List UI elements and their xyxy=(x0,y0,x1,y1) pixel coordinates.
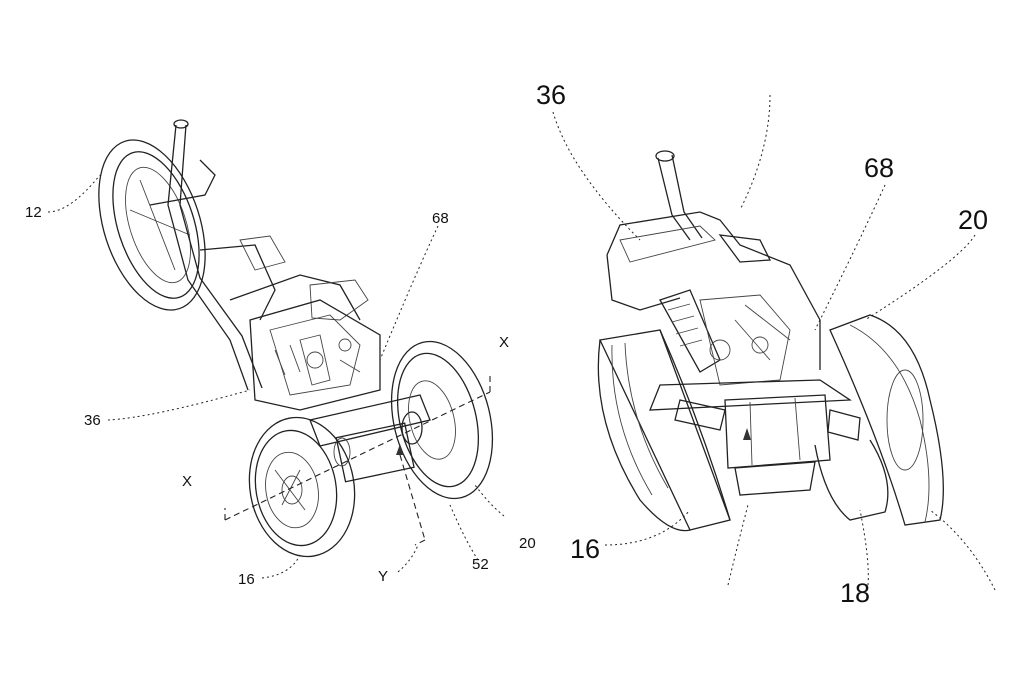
axis-y xyxy=(399,454,426,541)
ref-label-18-right: 18 xyxy=(840,578,871,608)
front-wheel-16 xyxy=(248,416,356,558)
right-gearbox xyxy=(674,394,861,496)
axis-x xyxy=(224,391,491,521)
right-wheel-18 xyxy=(814,439,889,521)
ref-label-68-right: 68 xyxy=(864,153,895,183)
ref-label-20-right: 20 xyxy=(958,205,989,235)
ref-label-20: 20 xyxy=(519,535,536,552)
right-wheel-20 xyxy=(829,314,944,526)
ref-label-52: 52 xyxy=(472,556,489,573)
ref-label-16-right: 16 xyxy=(570,534,601,564)
ref-label-y: Y xyxy=(378,568,389,585)
ref-label-16: 16 xyxy=(238,571,255,588)
ref-label-36-right: 36 xyxy=(536,80,567,110)
front-wheel-20 xyxy=(390,340,494,500)
ref-label-x-top: X xyxy=(499,334,510,351)
ref-label-36: 36 xyxy=(84,412,101,429)
right-wheel-16 xyxy=(597,329,731,532)
axle-52 xyxy=(309,394,431,483)
rear-wheel-12 xyxy=(98,139,206,311)
left-figure xyxy=(47,119,505,579)
ref-label-x-left: X xyxy=(182,473,193,490)
right-frame xyxy=(606,150,852,411)
right-figure xyxy=(552,94,996,591)
ref-label-36-right-clip: 36 xyxy=(530,82,590,110)
frame xyxy=(149,119,381,411)
ref-label-12: 12 xyxy=(25,204,42,221)
ref-label-68: 68 xyxy=(432,210,449,227)
ref-label-18-right-clip: 18 xyxy=(835,580,875,607)
arrow-y xyxy=(396,444,404,455)
